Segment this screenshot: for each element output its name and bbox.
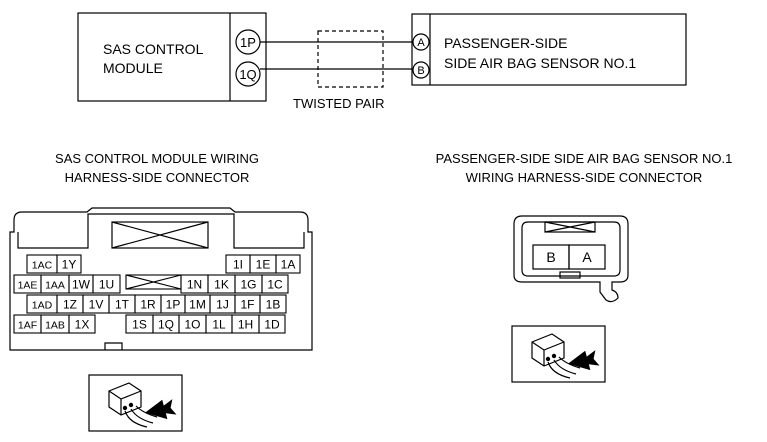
sas-terminal-label: 1U (99, 278, 114, 292)
sas-terminal-label: 1AF (18, 320, 37, 332)
twisted-pair-box (317, 30, 384, 88)
sas-terminal-label: 1X (75, 318, 90, 332)
pin-a-circle (412, 33, 430, 51)
sas-terminal-label: 1D (264, 318, 280, 332)
sas-terminal-cell (259, 294, 287, 314)
sas-terminal-label: 1AB (45, 320, 65, 332)
sas-terminal-cell (56, 254, 82, 274)
sas-terminal-label: 1AC (32, 260, 53, 272)
sas-module-box (77, 12, 267, 102)
sas-terminal-label: 1H (238, 318, 253, 332)
sensor-connector-title-2: WIRING HARNESS-SIDE CONNECTOR (466, 170, 703, 185)
sas-connector-title-2: HARNESS-SIDE CONNECTOR (65, 170, 250, 185)
sas-terminal-label: 1V (89, 298, 104, 312)
sas-connector-face (9, 207, 313, 351)
sas-terminal-label: 1C (267, 278, 283, 292)
sas-terminal-label: 1J (216, 298, 229, 312)
sas-module-label-1: SAS CONTROL (103, 41, 204, 57)
sas-module-label-2: MODULE (103, 60, 163, 76)
sas-terminal-label: 1S (132, 318, 147, 332)
sas-terminal-label: 1A (281, 258, 296, 272)
sas-terminal-label: 1L (212, 318, 226, 332)
pin-b-circle (412, 61, 430, 79)
sas-terminal-cell (258, 314, 286, 334)
sas-terminal-label: 1T (115, 298, 130, 312)
sas-terminal-cells: 1AC 1Y 1I 1E 1A 1AE 1AA 1W 1U 1N 1K 1G 1C 1AD 1Z 1V 1T 1R… (13, 254, 301, 334)
sas-terminal-label: 1I (233, 258, 243, 272)
sas-terminal-cell (275, 254, 301, 274)
sas-terminal-cell (68, 314, 96, 334)
sas-terminal-label: 1Y (62, 258, 77, 272)
sas-terminal-label: 1W (72, 278, 91, 292)
sensor-connector-face (513, 215, 629, 303)
sensor-label-2: SIDE AIR BAG SENSOR NO.1 (444, 55, 636, 71)
sas-terminal-label: 1P (166, 298, 181, 312)
sas-terminal-label: 1AD (32, 300, 53, 312)
sas-terminal-label: 1O (184, 318, 200, 332)
pin-a-label: A (417, 37, 425, 49)
pin-1q-label: 1Q (239, 67, 256, 82)
sas-terminal-label: 1E (256, 258, 271, 272)
sas-terminal-label: 1B (266, 298, 281, 312)
pin-1p-label: 1P (240, 35, 256, 50)
sas-terminal-label: 1F (240, 298, 254, 312)
harness-side-view-icon (88, 374, 183, 432)
sas-connector-title-1: SAS CONTROL MODULE WIRING (55, 151, 259, 166)
sensor-box (411, 13, 687, 86)
sas-terminal-label: 1AA (45, 280, 65, 292)
sas-terminal-label: 1M (189, 298, 206, 312)
sensor-connector-title-1: PASSENGER-SIDE SIDE AIR BAG SENSOR NO.1 (436, 151, 733, 166)
sas-terminal-label: 1R (140, 298, 156, 312)
wiring-schematic (77, 12, 687, 102)
sas-terminal-cell (261, 274, 289, 294)
sensor-terminal-a: A (582, 249, 592, 265)
pin-1q-circle (235, 61, 261, 87)
sas-terminal-label: 1N (187, 278, 202, 292)
sas-connector-key-mark (125, 274, 182, 290)
sensor-terminal-b: B (546, 249, 555, 265)
sas-terminal-label: 1AE (18, 280, 38, 292)
pin-b-label: B (417, 65, 424, 77)
sas-terminal-cell (92, 274, 121, 294)
sas-terminal-label: 1K (214, 278, 229, 292)
harness-side-view-icon (511, 325, 606, 383)
sas-terminal-label: 1Q (158, 318, 174, 332)
sas-terminal-label: 1Z (63, 298, 77, 312)
sas-terminal-label: 1G (240, 278, 256, 292)
twisted-pair-label: TWISTED PAIR (293, 96, 384, 111)
sensor-label-1: PASSENGER-SIDE (444, 35, 567, 51)
